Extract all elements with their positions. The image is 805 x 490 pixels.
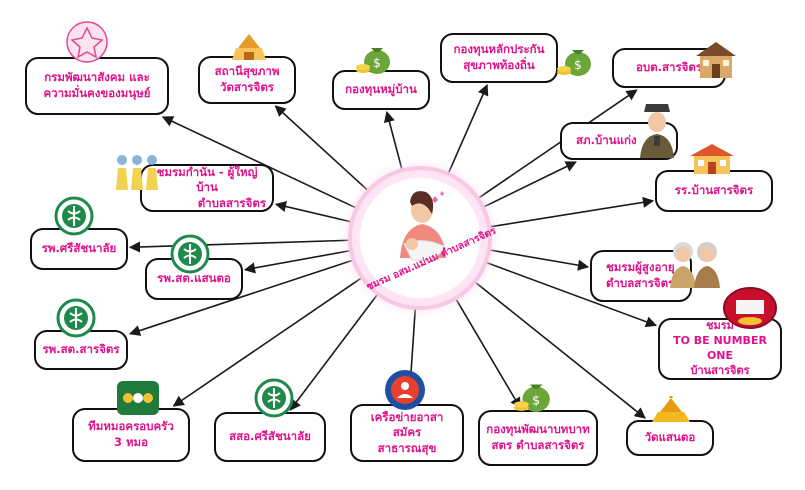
node-line: บ้านสารจิตร <box>690 363 750 377</box>
mother-with-baby-icon <box>400 191 446 261</box>
money-bag-icon: $ <box>557 50 591 76</box>
moph-logo-icon <box>54 196 94 236</box>
vhv-logo-icon <box>385 370 425 410</box>
center-hub <box>352 170 488 306</box>
police-officer-icon <box>640 104 674 158</box>
node-line: ชมรม <box>706 319 734 333</box>
node-line: ชมรมกำนัน - ผู้ใหญ่บ้าน <box>156 164 258 195</box>
connector-arrow <box>454 297 521 409</box>
people-group-icon <box>116 155 158 190</box>
node-line: วัดแสนตอ <box>644 430 696 445</box>
node-line: กองทุนพัฒนาบทบาท <box>486 422 590 437</box>
connector-arrow <box>289 293 379 411</box>
node-line: วัดสารจิตร <box>220 80 274 94</box>
elderly-couple-icon <box>670 242 720 288</box>
connector-arrow <box>161 116 358 209</box>
node-line: สภ.บ้านแก่ง <box>576 133 637 148</box>
node-line: ตำบลสารจิตร <box>197 195 266 210</box>
connector-arrow <box>485 261 658 328</box>
node-local-health-fund[interactable]: กองทุนหลักประกัน สุขภาพท้องถิ่น <box>440 33 558 83</box>
node-women-fund[interactable]: กองทุนพัฒนาบทบาท สตร ตำบลสารจิตร <box>478 410 598 466</box>
connector-arrow <box>488 196 655 228</box>
node-line: รร.บ้านสารจิตร <box>674 183 754 198</box>
node-line: เครือข่ายอาสาสมัคร <box>370 409 444 440</box>
node-school[interactable]: รร.บ้านสารจิตร <box>655 170 773 212</box>
node-line: กรมพัฒนาสังคม และ <box>44 70 150 85</box>
connector-arrow <box>383 110 403 171</box>
node-line: รพ.สต.สารจิตร <box>42 342 120 357</box>
node-line: 3 หมอ <box>113 435 149 449</box>
connector-arrow <box>274 201 353 223</box>
school-icon <box>690 144 734 174</box>
node-family-doctor[interactable]: ทีมหมอครอบครัว 3 หมอ <box>72 408 190 462</box>
connector-arrow <box>488 249 590 271</box>
node-line: กองทุนหมู่บ้าน <box>345 82 417 97</box>
node-line: ทีมหมอครอบครัว <box>88 419 174 434</box>
connector-arrow <box>243 249 352 274</box>
connector-arrow <box>474 281 646 419</box>
node-line: สุขภาพท้องถิ่น <box>463 58 535 72</box>
node-line: สาธารณสุข <box>377 440 437 455</box>
node-line: กองทุนหลักประกัน <box>453 42 545 57</box>
node-health-station[interactable]: สถานีสุขภาพ วัดสารจิตร <box>198 56 296 104</box>
svg-text:$: $ <box>373 56 381 70</box>
connector-arrow <box>128 239 351 253</box>
node-line: สถานีสุขภาพ <box>214 64 280 79</box>
node-line: รพ.สต.แสนตอ <box>157 271 231 286</box>
svg-text:$: $ <box>574 58 582 72</box>
node-line: สสอ.ศรีสัชนาลัย <box>229 429 311 444</box>
moph-logo-icon <box>56 298 96 338</box>
node-elderly-club[interactable]: ชมรมผู้สูงอายุ ตำบลสารจิตร <box>590 250 692 302</box>
node-line: ชมรมผู้สูงอายุ <box>606 260 675 275</box>
connector-arrow <box>447 83 489 175</box>
ministry-seal-icon <box>66 21 108 63</box>
node-hospital[interactable]: รพ.ศรีสัชนาลัย <box>30 228 128 270</box>
node-line: อบต.สารจิตร <box>635 60 703 75</box>
node-vhv-network[interactable]: เครือข่ายอาสาสมัคร สาธารณสุข <box>350 404 464 462</box>
moph-logo-icon <box>254 378 294 418</box>
svg-text:$: $ <box>532 393 540 408</box>
money-bag-icon: $ <box>356 48 390 74</box>
node-line: TO BE NUMBER ONE <box>673 334 767 362</box>
temple-icon <box>232 34 266 60</box>
connector-arrow <box>274 105 369 192</box>
node-saentor-hpv[interactable]: รพ.สต.แสนตอ <box>145 258 243 300</box>
house-icon <box>696 42 736 78</box>
node-district-health[interactable]: สสอ.ศรีสัชนาลัย <box>214 412 326 462</box>
money-bag-icon: $ <box>513 384 550 412</box>
connector-arrow <box>172 276 363 407</box>
node-wat-saentor[interactable]: วัดแสนตอ <box>626 420 714 456</box>
tbno1-badge-icon <box>723 287 777 329</box>
connector-arrow <box>477 89 638 200</box>
three-doctors-logo-icon <box>117 381 159 415</box>
connector-arrow <box>128 259 354 336</box>
node-headmen-club[interactable]: ชมรมกำนัน - ผู้ใหญ่บ้าน ตำบลสารจิตร <box>140 164 274 212</box>
node-line: ความมั่นคงของมนุษย์ <box>43 86 151 100</box>
node-line: ตำบลสารจิตร <box>606 276 675 290</box>
golden-pagoda-icon <box>652 396 690 422</box>
node-village-fund[interactable]: กองทุนหมู่บ้าน <box>332 70 430 110</box>
moph-logo-icon <box>170 234 210 274</box>
node-line: รพ.ศรีสัชนาลัย <box>41 241 117 256</box>
node-social-development[interactable]: กรมพัฒนาสังคม และ ความมั่นคงของมนุษย์ <box>25 57 169 115</box>
node-line: สตร ตำบลสารจิตร <box>491 438 585 452</box>
node-tbno1[interactable]: ชมรม TO BE NUMBER ONE บ้านสารจิตร <box>658 318 782 380</box>
connector-arrow <box>482 161 577 209</box>
